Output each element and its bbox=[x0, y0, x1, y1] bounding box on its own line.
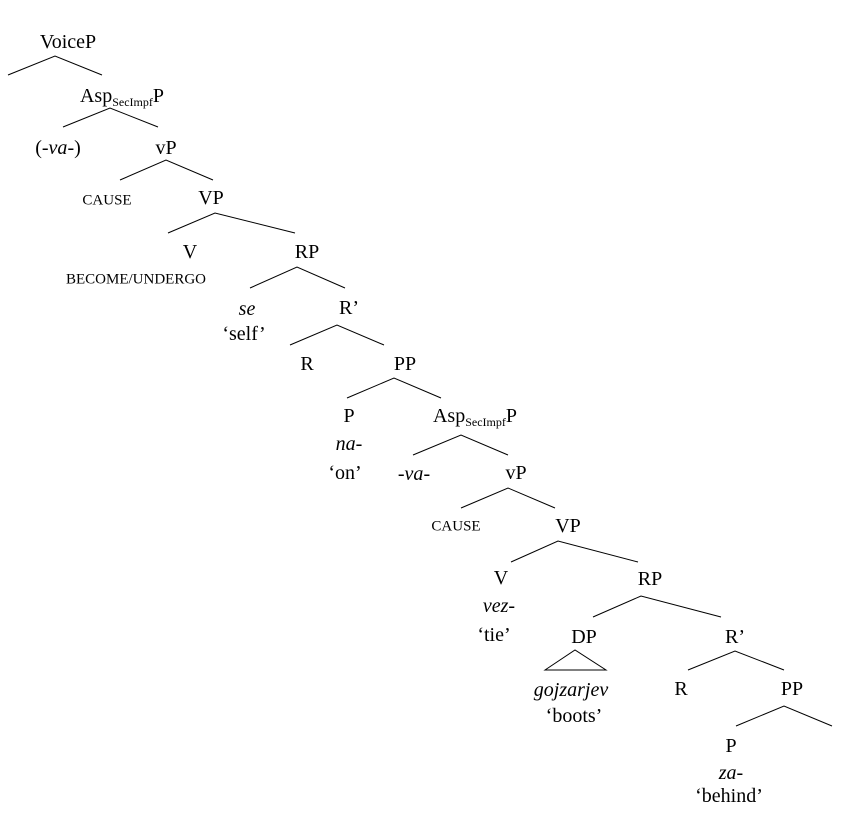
branch bbox=[62, 107, 159, 128]
node-cause-lower: CAUSE bbox=[431, 518, 481, 535]
node-p: P bbox=[343, 405, 355, 427]
node-become-undergo: BECOME/UNDERGO bbox=[65, 271, 207, 288]
va-close: -) bbox=[67, 137, 81, 159]
branch bbox=[119, 159, 214, 181]
node-vez: vez- bbox=[482, 595, 516, 617]
va-open: (- bbox=[35, 137, 49, 159]
asp-subscript: SecImpf bbox=[112, 95, 153, 109]
node-r-bar: R’ bbox=[339, 297, 359, 319]
branch bbox=[7, 55, 103, 76]
node-rp: RP bbox=[294, 241, 320, 263]
asp-head: Asp bbox=[79, 85, 113, 107]
node-vp: VP bbox=[198, 187, 224, 209]
gloss-boots: ‘boots’ bbox=[545, 705, 603, 727]
node-gojzarjev: gojzarjev bbox=[533, 679, 609, 701]
asp-subscript: SecImpf bbox=[465, 415, 506, 429]
node-pp-lower: PP bbox=[780, 678, 804, 700]
branch bbox=[687, 650, 785, 671]
va-dash: - bbox=[397, 463, 405, 485]
branch bbox=[460, 487, 556, 509]
node-v: V bbox=[182, 241, 198, 263]
node-na: na- bbox=[335, 433, 363, 455]
branch bbox=[289, 324, 385, 346]
branch bbox=[346, 377, 442, 399]
node-v-lower: V bbox=[493, 567, 509, 589]
node-rp-lower: RP bbox=[637, 568, 663, 590]
node-pp: PP bbox=[393, 353, 417, 375]
branch bbox=[412, 434, 509, 456]
node-r-lower: R bbox=[674, 678, 688, 700]
node-voicep: VoiceP bbox=[39, 31, 97, 53]
branch bbox=[735, 705, 833, 727]
asp-tail: P bbox=[152, 85, 165, 107]
branch bbox=[167, 212, 296, 234]
asp-head: Asp bbox=[432, 405, 466, 427]
node-r-bar-lower: R’ bbox=[725, 626, 745, 648]
node-va-optional: (-va-) bbox=[35, 138, 81, 158]
node-vp-little: vP bbox=[155, 137, 177, 159]
node-asp-secimpf-p-lower: AspSecImpfP bbox=[433, 406, 517, 428]
node-vp-little-lower: vP bbox=[505, 462, 527, 484]
va-dash: - bbox=[423, 463, 431, 485]
gloss-self: ‘self’ bbox=[222, 323, 266, 345]
node-vp-lower: VP bbox=[555, 515, 581, 537]
node-asp-secimpf-p: AspSecImpfP bbox=[80, 86, 164, 108]
va-morph: va bbox=[404, 463, 424, 485]
gloss-behind: ‘behind’ bbox=[695, 785, 763, 807]
dp-triangle bbox=[543, 649, 608, 671]
node-se: se bbox=[238, 298, 256, 320]
branch bbox=[592, 595, 722, 618]
branch bbox=[249, 266, 346, 289]
node-va: -va- bbox=[398, 464, 430, 484]
node-cause: CAUSE bbox=[82, 192, 132, 209]
node-dp: DP bbox=[571, 626, 597, 648]
asp-tail: P bbox=[505, 405, 518, 427]
node-p-lower: P bbox=[725, 735, 737, 757]
branch bbox=[510, 540, 639, 563]
va-morph: va bbox=[48, 137, 68, 159]
gloss-tie: ‘tie’ bbox=[477, 624, 511, 646]
node-za: za- bbox=[718, 762, 744, 784]
node-r: R bbox=[300, 353, 314, 375]
gloss-on: ‘on’ bbox=[328, 462, 362, 484]
